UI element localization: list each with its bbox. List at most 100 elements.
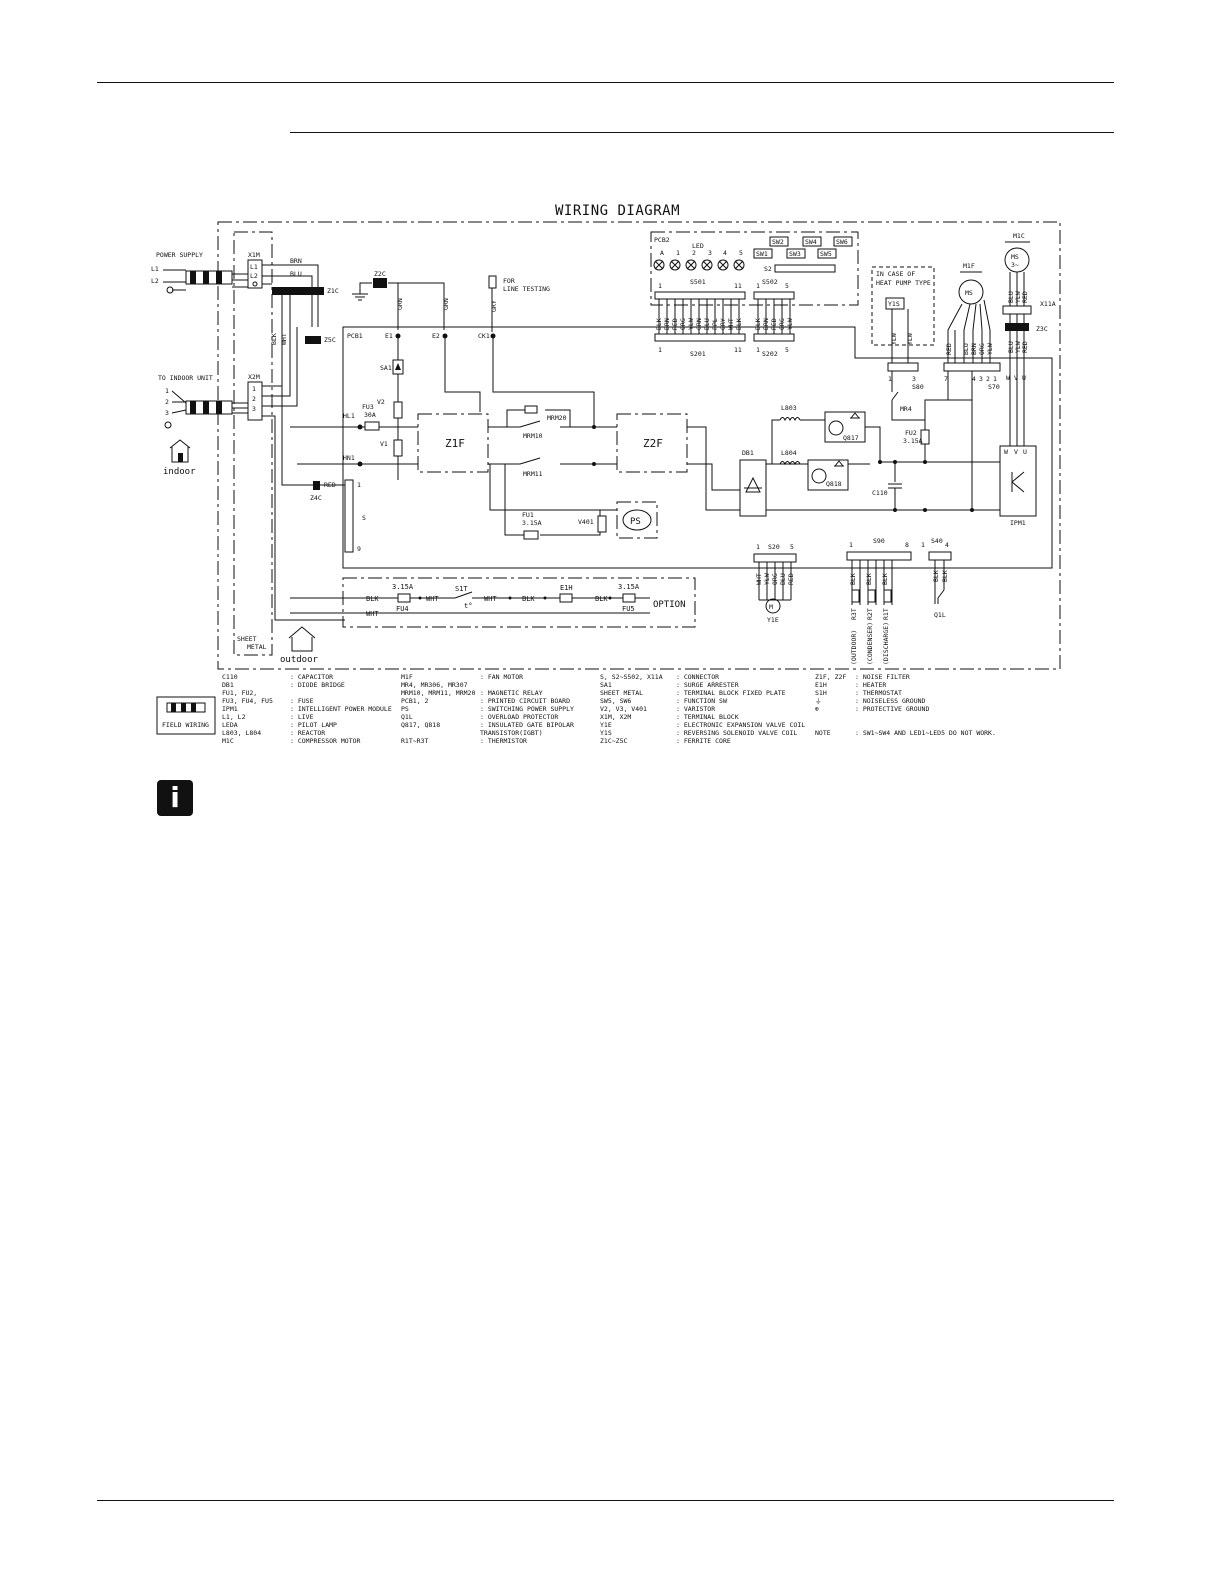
s201-label: S201 <box>690 350 706 358</box>
svg-text:V: V <box>1014 374 1018 382</box>
svg-text:BLU: BLU <box>779 573 787 585</box>
s80-label: S80 <box>912 383 924 391</box>
svg-text:RED: RED <box>1021 291 1029 303</box>
ground-icon <box>352 293 368 301</box>
wire-ylw-2: YLW <box>906 333 914 345</box>
svg-text:3.15A: 3.15A <box>392 583 414 591</box>
svg-text:: TERMINAL BLOCK: : TERMINAL BLOCK <box>676 713 739 721</box>
svg-text:SW1: SW1 <box>756 250 768 258</box>
svg-text:BLK: BLK <box>655 318 663 330</box>
e2-label: E2 <box>432 332 440 340</box>
svg-text:FU3, FU4, FU5: FU3, FU4, FU5 <box>222 697 273 705</box>
svg-text:SHEET METAL: SHEET METAL <box>600 689 643 697</box>
s40-label: S40 <box>931 537 943 545</box>
outdoor-house-icon <box>288 626 316 652</box>
svg-text:Q1L: Q1L <box>401 713 413 721</box>
header-rule <box>97 82 1114 83</box>
fu3-rating: 30A <box>364 411 376 419</box>
v2-label: V2 <box>377 398 385 406</box>
q1l-label: Q1L <box>934 611 946 619</box>
svg-text:YLW: YLW <box>986 343 994 355</box>
fu2-fuse <box>920 429 930 445</box>
svg-text:X1M, X2M: X1M, X2M <box>600 713 631 721</box>
s90-label: S90 <box>873 537 885 545</box>
q818-igbt <box>807 459 849 491</box>
svg-text:Z1C~Z5C: Z1C~Z5C <box>600 737 627 745</box>
svg-text:: REACTOR: : REACTOR <box>290 729 325 737</box>
thermistor-icons <box>851 589 892 603</box>
s501-label: S501 <box>690 278 706 286</box>
s502-label: S502 <box>762 278 778 286</box>
svg-text:: TERMINAL BLOCK FIXED PLATE: : TERMINAL BLOCK FIXED PLATE <box>676 689 786 697</box>
svg-text:BLK: BLK <box>366 595 379 603</box>
c110-label: C110 <box>872 489 888 497</box>
svg-text:: PROTECTIVE GROUND: : PROTECTIVE GROUND <box>855 705 929 713</box>
s80-connector <box>887 362 919 372</box>
pcb2-label: PCB2 <box>654 236 670 244</box>
section-rule <box>290 132 1114 133</box>
x1m-l1: L1 <box>250 263 258 271</box>
outer-frame <box>217 221 1061 670</box>
ipm1-module <box>999 445 1037 517</box>
footer-rule <box>97 1500 1114 1501</box>
svg-text:1: 1 <box>756 282 760 290</box>
svg-text:SW5: SW5 <box>820 250 832 258</box>
svg-text:WHT: WHT <box>727 318 735 330</box>
pcb2-board <box>650 231 859 306</box>
svg-text:: FERRITE CORE: : FERRITE CORE <box>676 737 731 745</box>
option-box <box>342 577 696 628</box>
s202-connector <box>753 333 795 342</box>
z2c-label: Z2C <box>374 270 386 278</box>
svg-text:: CAPACITOR: : CAPACITOR <box>290 673 333 681</box>
y1e-coil-icon <box>765 598 781 614</box>
outdoor-label: outdoor <box>280 655 319 665</box>
line-testing-1: FOR <box>503 277 515 285</box>
v1-varistor <box>393 439 403 457</box>
indoor-2: 2 <box>165 398 169 406</box>
heat-pump-label-2: HEAT PUMP TYPE <box>876 279 931 287</box>
v401-label: V401 <box>578 518 594 526</box>
svg-text:M: M <box>769 603 773 611</box>
svg-text:LEDA: LEDA <box>222 721 238 729</box>
power-supply-label: POWER SUPPLY <box>156 251 203 259</box>
svg-text:YLW: YLW <box>786 318 794 330</box>
wire-brn: BRN <box>290 257 302 265</box>
s201-ribbon <box>658 299 791 335</box>
z5c-label: Z5C <box>324 336 336 344</box>
y1s-label: Y1S <box>888 300 900 308</box>
fu2-label: FU2 <box>905 429 917 437</box>
svg-text:BLK: BLK <box>849 573 857 585</box>
svg-text:1: 1 <box>921 541 925 549</box>
s501-connector <box>654 291 746 300</box>
fu1-fuse <box>523 530 539 540</box>
svg-text:NOTE: NOTE <box>815 729 831 737</box>
indoor-label: indoor <box>163 467 196 477</box>
svg-text:ORG: ORG <box>771 573 779 585</box>
svg-text:BLK: BLK <box>941 570 949 582</box>
svg-text:: HEATER: : HEATER <box>855 681 886 689</box>
svg-text:SW6: SW6 <box>836 238 848 246</box>
z2c-ferrite <box>373 278 387 288</box>
svg-text:A: A <box>660 249 664 257</box>
svg-text:BLK: BLK <box>522 595 535 603</box>
svg-text:BLU: BLU <box>703 318 711 330</box>
svg-text:RED: RED <box>770 318 778 330</box>
field-wiring-label: FIELD WIRING <box>162 721 209 729</box>
z5c-ferrite <box>305 336 321 344</box>
svg-text:YLW: YLW <box>1014 291 1022 303</box>
v1-label: V1 <box>380 440 388 448</box>
indoor-ground-icon <box>164 421 172 429</box>
svg-text:⊕: ⊕ <box>815 705 819 713</box>
svg-text:WHT: WHT <box>755 573 763 585</box>
svg-text:: SW1~SW4 AND LED1~LED5 DO NOT: : SW1~SW4 AND LED1~LED5 DO NOT WORK. <box>855 729 996 737</box>
s1t-label: S1T <box>455 585 468 593</box>
y1e-label: Y1E <box>767 616 779 624</box>
svg-text:1: 1 <box>888 375 892 383</box>
svg-text:1: 1 <box>676 249 680 257</box>
sa1-label: SA1 <box>380 364 392 372</box>
svg-text:S1H: S1H <box>815 689 827 697</box>
v2-varistor <box>393 401 403 419</box>
s70-label: S70 <box>988 383 1000 391</box>
